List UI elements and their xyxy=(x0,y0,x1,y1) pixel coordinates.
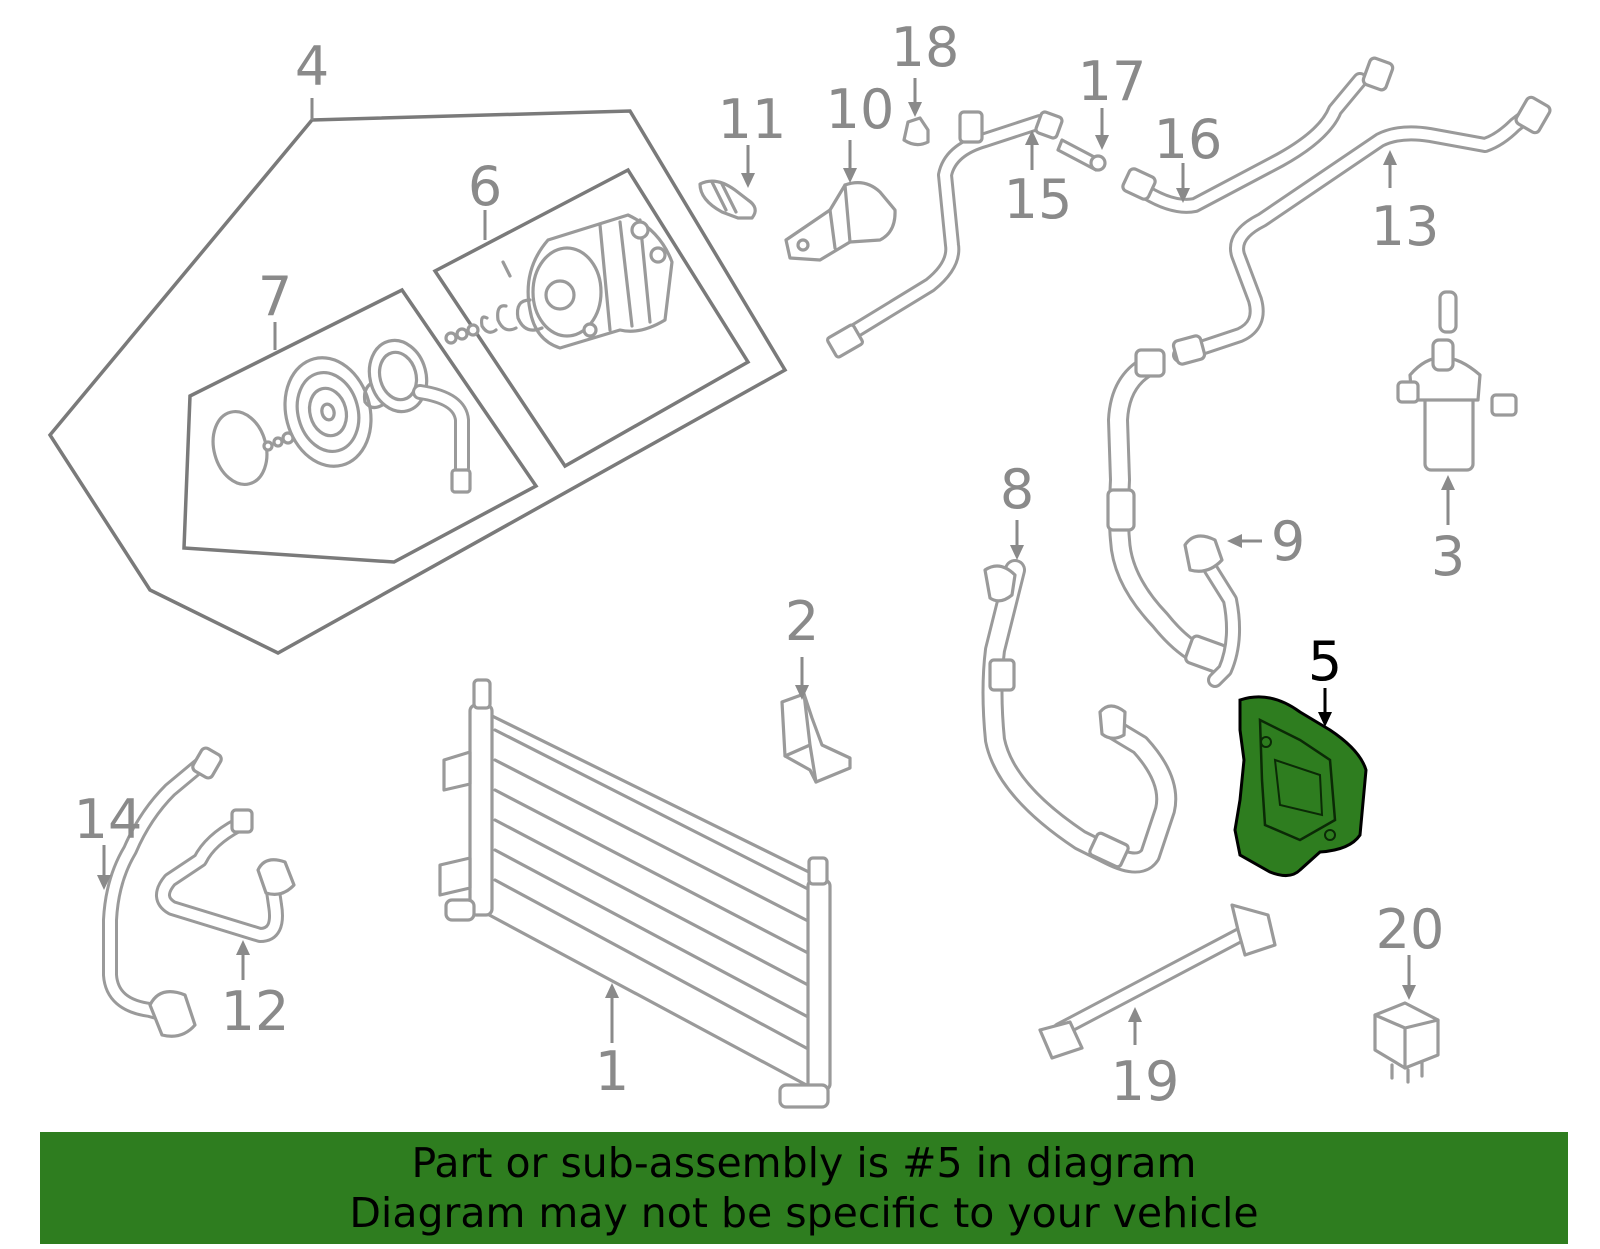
part-13-pipe xyxy=(1171,95,1552,366)
callout-16: 16 xyxy=(1154,108,1223,171)
callout-3: 3 xyxy=(1431,525,1465,588)
info-banner: Part or sub-assembly is #5 in diagram Di… xyxy=(40,1132,1568,1244)
part-15-pipe xyxy=(826,110,1064,359)
part-11-switch xyxy=(698,179,757,220)
part-14-pipe xyxy=(102,746,223,1038)
callout-11: 11 xyxy=(718,88,787,151)
callout-1: 1 xyxy=(595,1040,629,1103)
callout-8: 8 xyxy=(1000,458,1034,521)
part-18-cap xyxy=(902,116,930,147)
hose-suction xyxy=(1106,348,1228,674)
callout-arrows xyxy=(97,78,1455,1045)
callout-10: 10 xyxy=(826,78,895,141)
part-19-harness xyxy=(1038,903,1277,1060)
part-20-relay xyxy=(1373,1001,1440,1084)
part-9-pipe xyxy=(1183,534,1241,688)
callout-9: 9 xyxy=(1271,510,1305,573)
group-7-clutch-box xyxy=(182,287,539,564)
part-17-valve xyxy=(1056,138,1107,172)
part-16-pipe xyxy=(1121,56,1395,214)
part-1-condenser xyxy=(438,678,832,1109)
callout-15: 15 xyxy=(1004,168,1073,231)
group-4-compressor-assembly xyxy=(47,109,788,655)
callout-17: 17 xyxy=(1078,50,1147,113)
callout-20: 20 xyxy=(1376,898,1445,961)
callout-12: 12 xyxy=(221,980,290,1043)
callout-4: 4 xyxy=(295,35,329,98)
callout-6: 6 xyxy=(468,155,502,218)
part-3-receiver-drier xyxy=(1396,290,1518,472)
group-6-compressor-box xyxy=(432,167,751,469)
part-6-compressor xyxy=(444,213,674,350)
part-10-bracket xyxy=(784,181,897,262)
part-5-highlighted xyxy=(1233,695,1368,877)
banner-line-1: Part or sub-assembly is #5 in diagram xyxy=(411,1139,1197,1187)
banner-line-2: Diagram may not be specific to your vehi… xyxy=(349,1189,1259,1237)
callout-2: 2 xyxy=(785,590,819,653)
callout-5: 5 xyxy=(1308,630,1342,693)
part-8-hose xyxy=(981,559,1178,874)
part-2-bracket xyxy=(780,692,852,784)
callout-7: 7 xyxy=(258,265,292,328)
callout-13: 13 xyxy=(1371,195,1440,258)
callout-14: 14 xyxy=(74,788,143,851)
part-12-pipe xyxy=(155,808,296,943)
callout-19: 19 xyxy=(1111,1050,1180,1113)
part-7-clutch xyxy=(211,338,472,494)
callout-18: 18 xyxy=(891,16,960,79)
